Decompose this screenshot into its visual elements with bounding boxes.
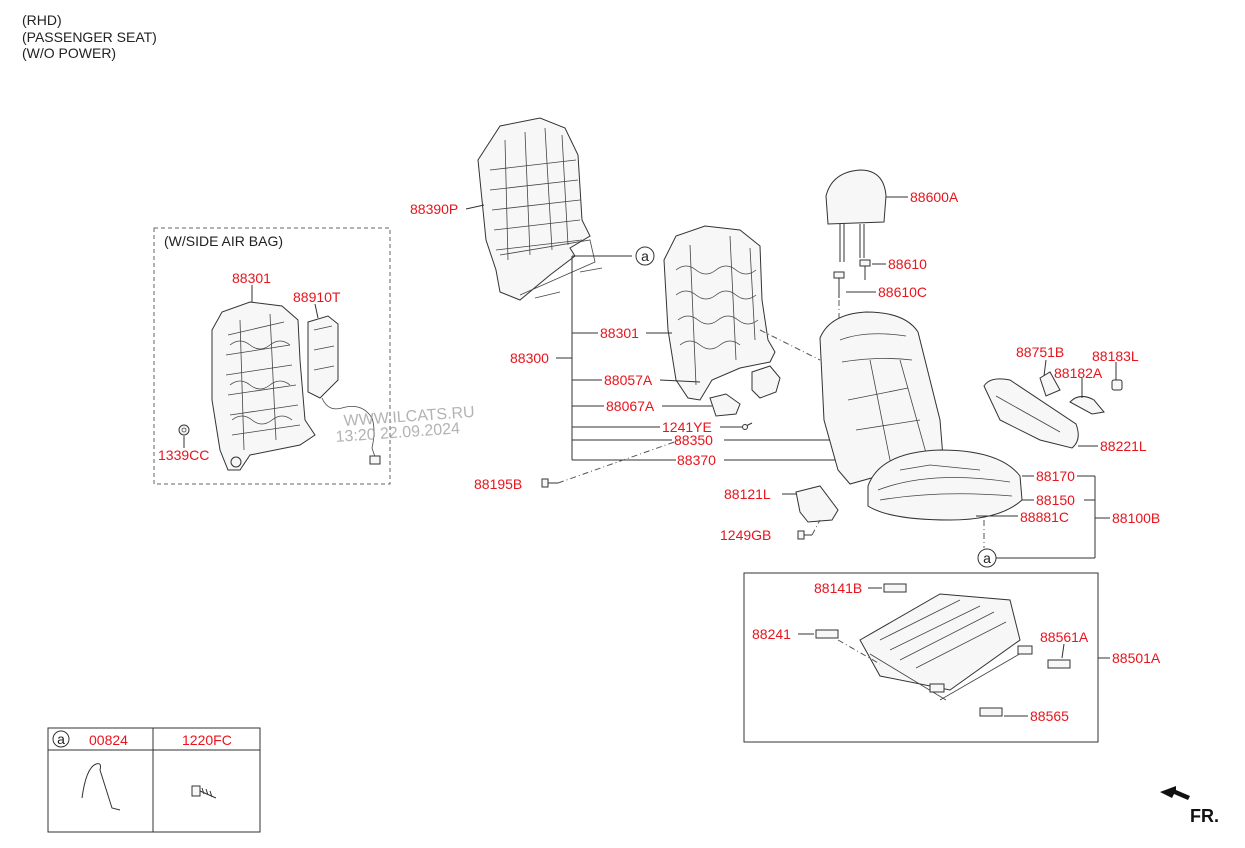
part-label-88881c[interactable]: 88881C xyxy=(1020,509,1069,525)
leader-88910t xyxy=(314,303,319,319)
part-label-88390p[interactable]: 88390P xyxy=(410,201,458,217)
part-label-88751b[interactable]: 88751B xyxy=(1016,344,1064,360)
part-label-1249gb[interactable]: 1249GB xyxy=(720,527,771,543)
part-label-88067a[interactable]: 88067A xyxy=(606,398,655,414)
part-label-88150[interactable]: 88150 xyxy=(1036,492,1075,508)
dashline-frame-seat xyxy=(759,329,821,361)
legend-part-1220fc[interactable]: 1220FC xyxy=(182,732,232,748)
part-label-88183l[interactable]: 88183L xyxy=(1092,348,1139,364)
leader-88390p xyxy=(465,204,485,210)
track-cover-88561a-drawing xyxy=(1047,659,1071,669)
dashline-1249gb xyxy=(811,519,821,536)
part-label-88600a[interactable]: 88600A xyxy=(910,189,959,205)
header-passenger-seat: (PASSENGER SEAT) xyxy=(22,29,157,45)
nut-1339cc-drawing xyxy=(178,424,190,436)
headrest-drawing xyxy=(825,169,887,262)
side-airbag-inset-frame xyxy=(153,227,391,485)
track-cover-88141b-drawing xyxy=(883,583,907,593)
knob-88182a-drawing xyxy=(1069,396,1105,415)
screw-1249gb-drawing xyxy=(797,530,812,540)
screw-1241ye-drawing xyxy=(742,422,753,430)
seatback-rear-cover-drawing xyxy=(477,117,603,301)
part-label-88501a[interactable]: 88501A xyxy=(1112,650,1161,666)
lever-88751b-drawing xyxy=(1039,371,1061,397)
headrest-guide-88610-drawing xyxy=(859,259,871,280)
part-label-88182a[interactable]: 88182A xyxy=(1054,365,1103,381)
legend-marker-letter: a xyxy=(57,731,65,747)
side-airbag-module-drawing xyxy=(307,315,381,465)
front-direction-arrow-icon xyxy=(1160,786,1190,800)
front-direction-label: FR. xyxy=(1190,806,1219,826)
part-label-88170[interactable]: 88170 xyxy=(1036,468,1075,484)
part-label-88241[interactable]: 88241 xyxy=(752,626,791,642)
dashline-88195b xyxy=(557,439,681,484)
part-label-88301[interactable]: 88301 xyxy=(600,325,639,341)
leader-88561a xyxy=(1061,643,1065,659)
headrest-guide-88610c-drawing xyxy=(833,271,845,298)
part-label-88300[interactable]: 88300 xyxy=(510,350,549,366)
seat-track-drawing xyxy=(859,593,1033,701)
part-label-88565[interactable]: 88565 xyxy=(1030,708,1069,724)
clip-00824-drawing xyxy=(81,763,121,811)
marker-letter-top: a xyxy=(641,248,649,264)
part-label-88610c[interactable]: 88610C xyxy=(878,284,927,300)
legend-part-00824[interactable]: 00824 xyxy=(89,732,128,748)
recliner-cover-88067a-drawing xyxy=(709,393,741,417)
header-without-power: (W/O POWER) xyxy=(22,45,117,61)
track-cover-88565-drawing xyxy=(979,707,1003,717)
part-label-88350[interactable]: 88350 xyxy=(674,432,713,448)
marker-letter-bottom: a xyxy=(983,550,991,566)
track-cover-88241-drawing xyxy=(815,629,839,639)
part-label-1339cc[interactable]: 1339CC xyxy=(158,447,209,463)
seatback-frame-drawing xyxy=(663,225,776,401)
bolt-88195b-drawing xyxy=(541,478,558,488)
shield-cover-88121l-drawing xyxy=(795,485,839,523)
inset-seatback-frame-drawing xyxy=(211,301,316,471)
side-shield-88221l-drawing xyxy=(983,378,1079,449)
part-label-88370[interactable]: 88370 xyxy=(677,452,716,468)
screw-1220fc-drawing xyxy=(191,785,217,799)
part-label-88910t[interactable]: 88910T xyxy=(293,289,341,305)
dashline-88241 xyxy=(837,639,881,665)
part-label-88561a[interactable]: 88561A xyxy=(1040,629,1089,645)
part-label-88057a[interactable]: 88057A xyxy=(604,372,653,388)
cap-88183l-drawing xyxy=(1111,379,1123,391)
leader-88751b xyxy=(1043,359,1047,377)
part-label-88121l[interactable]: 88121L xyxy=(724,486,771,502)
part-label-88301-inset[interactable]: 88301 xyxy=(232,270,271,286)
part-label-88610[interactable]: 88610 xyxy=(888,256,927,272)
seat-cushion-drawing xyxy=(867,449,1023,521)
part-label-88141b[interactable]: 88141B xyxy=(814,580,862,596)
seat-bracket-88100b xyxy=(976,475,1110,559)
part-label-88100b[interactable]: 88100B xyxy=(1112,510,1160,526)
legend-table xyxy=(47,727,261,833)
part-label-88221l[interactable]: 88221L xyxy=(1100,438,1147,454)
side-airbag-inset-title: (W/SIDE AIR BAG) xyxy=(164,233,283,249)
recliner-cover-88057a-drawing xyxy=(751,365,781,399)
part-label-1241ye[interactable]: 1241YE xyxy=(662,419,712,435)
marker-circle-top xyxy=(635,246,655,266)
part-label-88195b[interactable]: 88195B xyxy=(474,476,522,492)
marker-circle-bottom xyxy=(977,548,997,568)
header-rhd: (RHD) xyxy=(22,12,62,28)
